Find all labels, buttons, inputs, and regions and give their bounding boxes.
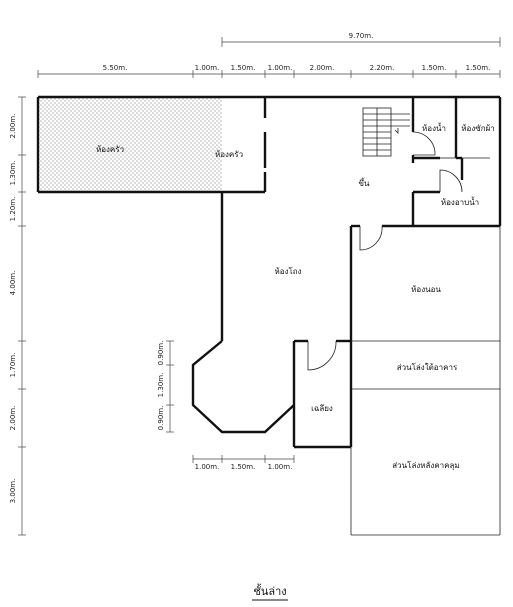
dim-top-7: 1.50m. xyxy=(422,64,447,72)
dim-left-5: 1.70m. xyxy=(9,353,17,378)
room-label-terrace: เฉลียง xyxy=(311,404,333,413)
top-row-ticks xyxy=(37,70,501,78)
dim-bay-bottom-2: 1.50m. xyxy=(231,463,256,471)
dim-left-7: 3.00m. xyxy=(9,479,17,504)
dim-top-4: 1.00m. xyxy=(268,64,293,72)
dim-top-2: 1.00m. xyxy=(195,64,220,72)
dim-top-5: 2.00m. xyxy=(310,64,335,72)
dim-left-6: 2.00m. xyxy=(9,406,17,431)
dim-top-8: 1.50m. xyxy=(466,64,491,72)
open-area-outlines xyxy=(350,157,501,536)
dim-left-4: 4.00m. xyxy=(9,271,17,296)
dim-left-2: 1.30m. xyxy=(9,161,17,186)
dimension-lines xyxy=(18,37,501,536)
dim-left-1: 2.00m. xyxy=(9,114,17,139)
room-label-laundry: ห้องซักผ้า xyxy=(461,124,494,133)
room-label-open-under-roof: ส่วนโล่งหลังคาคลุม xyxy=(392,460,459,470)
dim-left-3: 1.20m. xyxy=(9,197,17,222)
plan-title: ชั้นล่าง xyxy=(253,583,286,598)
room-labels: ห้องครัว ห้องครัว ห้องน้ำ ห้องซักผ้า ขึ้… xyxy=(96,122,495,470)
room-label-stairs-up: ขึ้น xyxy=(359,177,370,188)
room-label-carport: ส่วนโล่งใต้อาคาร xyxy=(397,362,458,372)
left-column-ticks xyxy=(18,96,26,536)
kitchen-floor-hatch xyxy=(38,97,222,192)
dim-bay-bottom-1: 1.00m. xyxy=(195,463,220,471)
room-label-bedroom: ห้องนอน xyxy=(411,285,441,294)
dim-top-1: 5.50m. xyxy=(103,64,128,72)
dim-bay-2: 1.30m. xyxy=(157,373,165,398)
dim-top-3: 1.50m. xyxy=(231,64,256,72)
room-label-bathroom: ห้องน้ำ xyxy=(422,122,446,133)
door-swings xyxy=(307,131,463,371)
staircase xyxy=(362,107,410,157)
dim-top-6: 2.20m. xyxy=(370,64,395,72)
dimension-labels: 9.70m. 5.50m. 1.00m. 1.50m. 1.00m. 2.00m… xyxy=(9,32,490,503)
room-label-shower: ห้องอาบน้ำ xyxy=(441,196,479,207)
walls xyxy=(36,95,502,449)
room-label-kitchen-2: ห้องครัว xyxy=(215,150,243,159)
room-label-kitchen-1: ห้องครัว xyxy=(96,145,124,154)
dim-bay-3: 0.90m. xyxy=(157,406,165,431)
dim-overall-top: 9.70m. xyxy=(349,32,374,40)
dim-bay-1: 0.90m. xyxy=(157,341,165,366)
room-label-hall: ห้องโถง xyxy=(274,266,301,276)
dim-bay-bottom-3: 1.00m. xyxy=(268,463,293,471)
